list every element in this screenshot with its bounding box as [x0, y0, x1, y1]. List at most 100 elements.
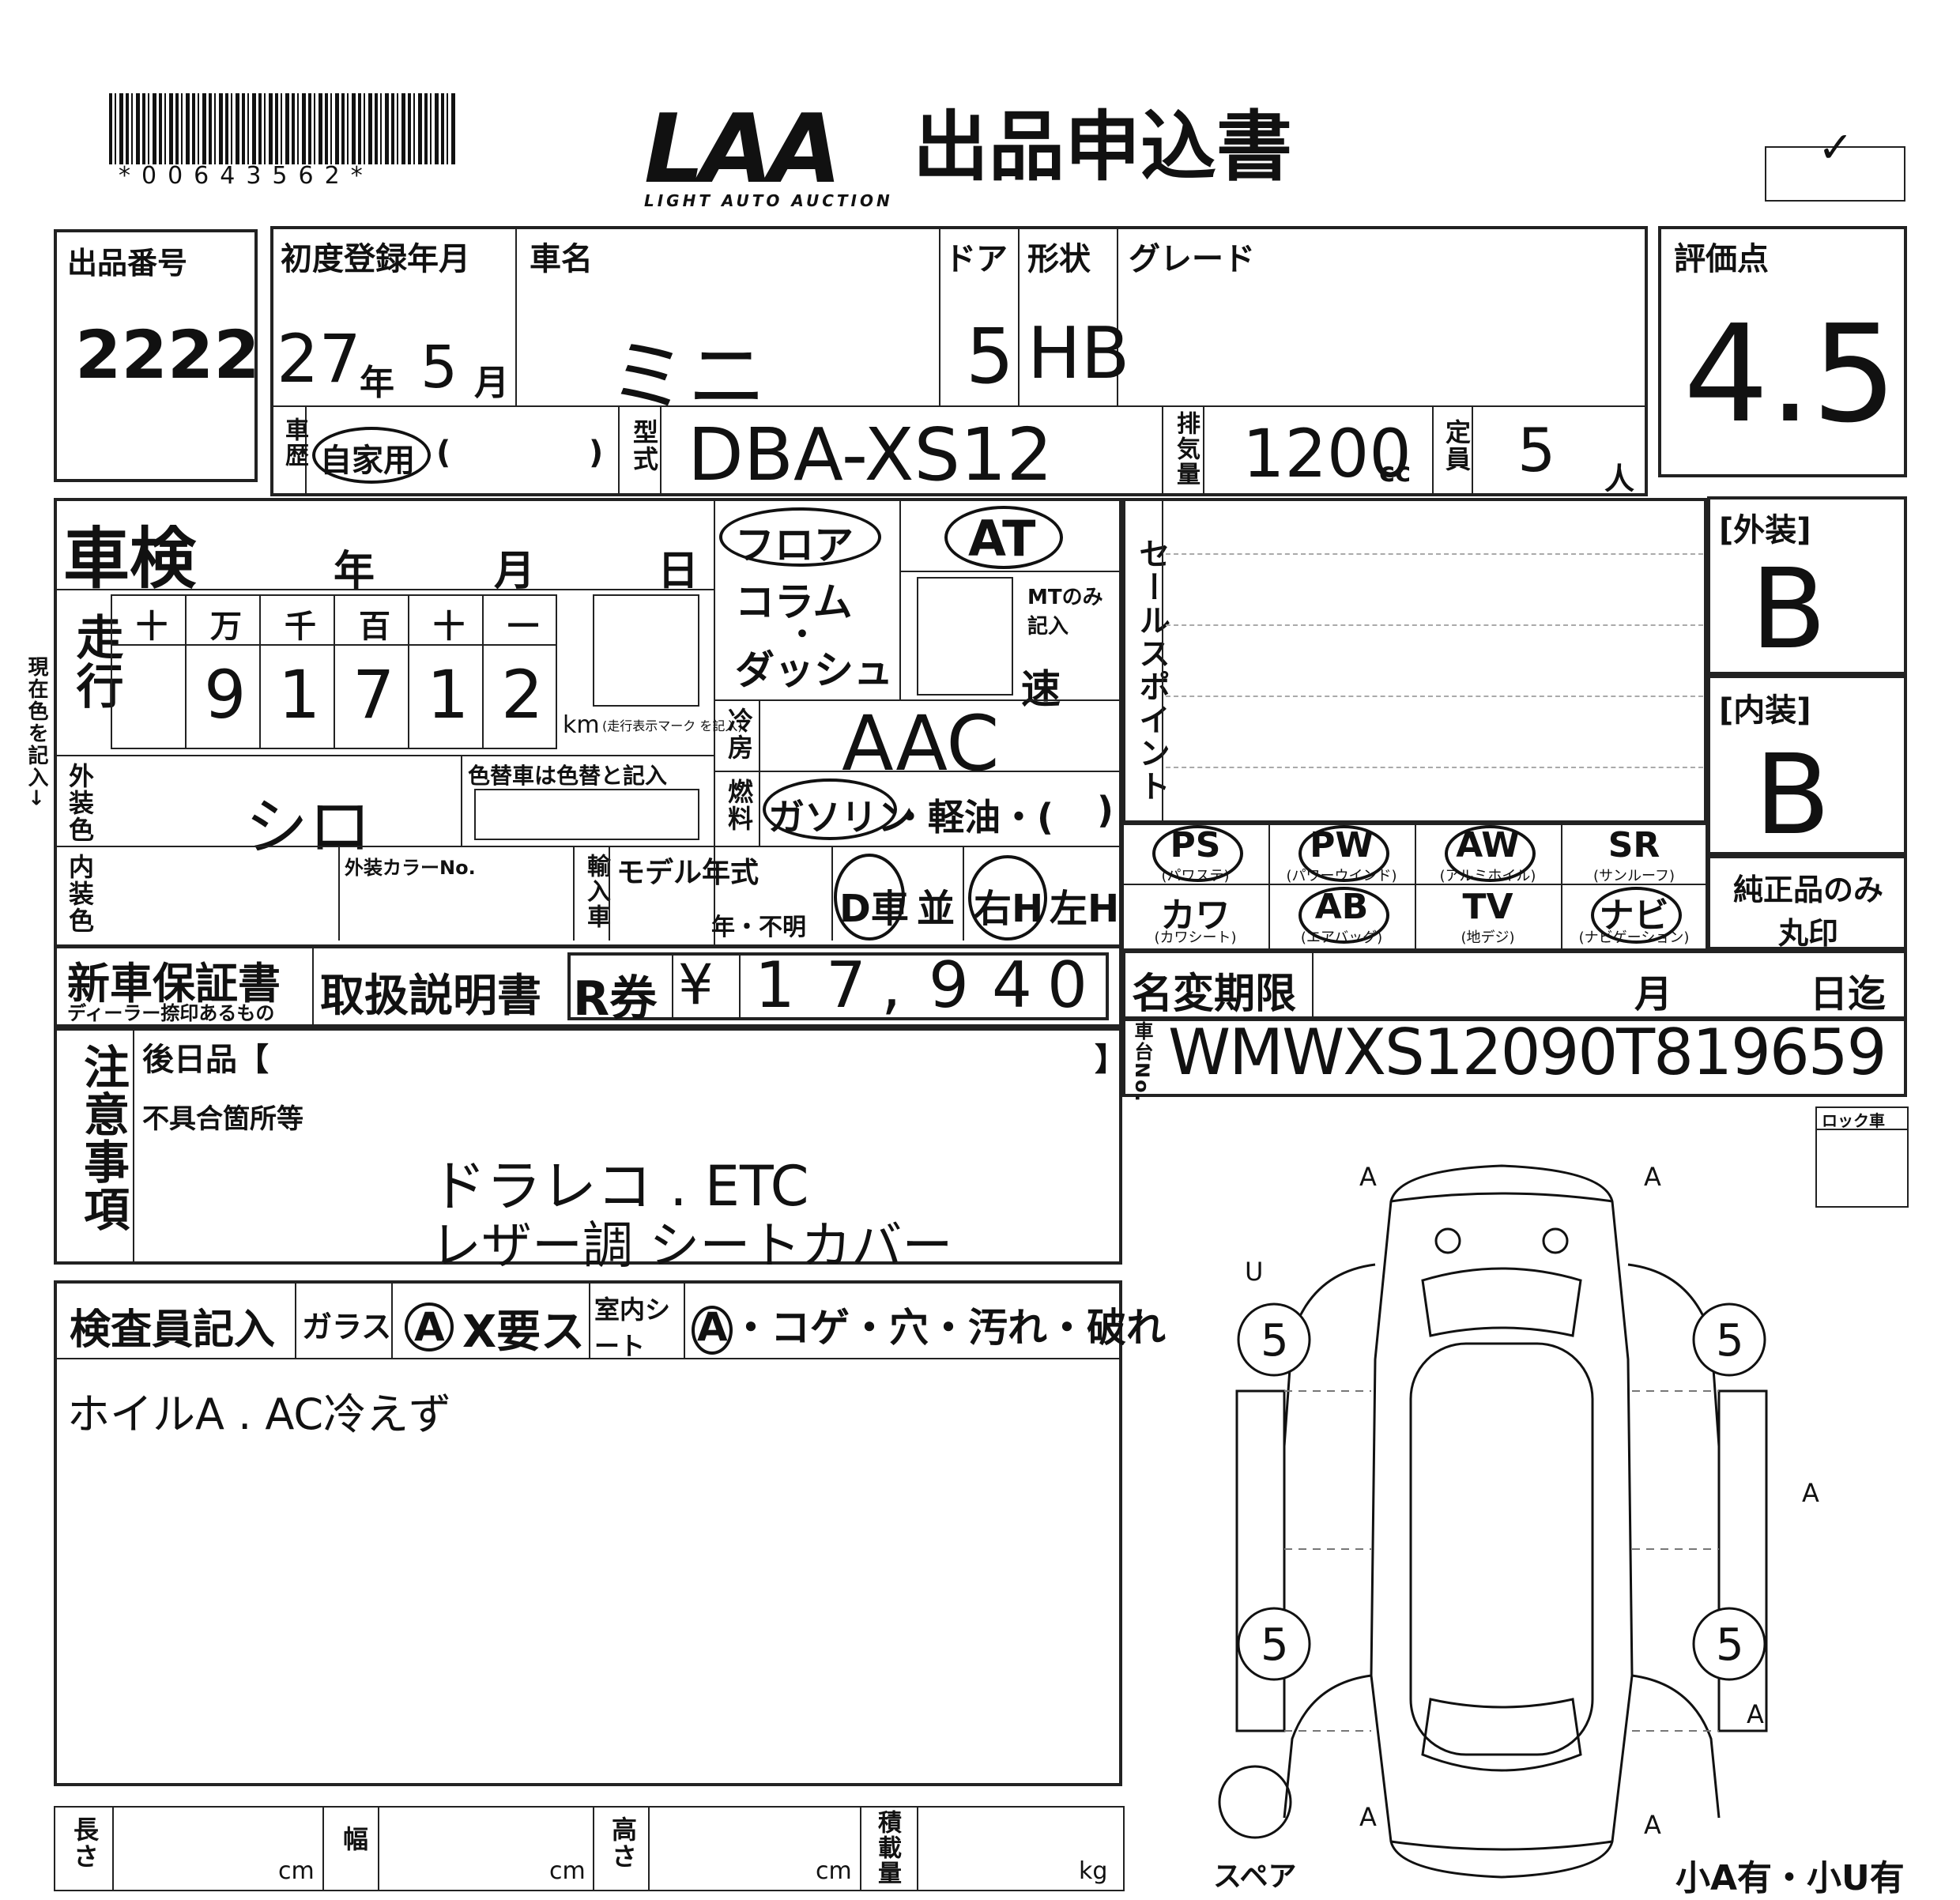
equipment-circle: [1152, 825, 1243, 882]
mileage-digit: 2: [501, 656, 544, 733]
damage-mark-fender-left: U: [1245, 1257, 1263, 1287]
history-circle: [312, 427, 431, 484]
recycle-digit: 1: [755, 948, 795, 1022]
warranty-row: [54, 944, 1122, 1027]
mileage-header: 万: [210, 609, 242, 645]
tire-tread-fl: 5: [1261, 1315, 1289, 1367]
tire-rear-right: [1692, 1607, 1766, 1681]
mileage-unit: km: [563, 711, 600, 739]
check-box: [1765, 146, 1905, 202]
current-color-note: 現在色を記入→: [24, 656, 48, 808]
recycle-digit: ,: [881, 948, 902, 1022]
load-label: 積載量: [873, 1810, 901, 1886]
displacement-label: 排気量: [1172, 411, 1200, 487]
check-mark: ✓: [1818, 123, 1854, 172]
recycle-digit: 0: [1047, 948, 1087, 1022]
recycle-digit: 7: [826, 948, 866, 1022]
mileage-header: 百: [359, 609, 390, 645]
capacity-value: 5: [1517, 415, 1556, 485]
equipment-sub: (エアバッグ): [1300, 929, 1383, 946]
mileage-digit: 7: [352, 656, 395, 733]
sales-point-box: [1122, 498, 1707, 824]
capacity-label: 定員: [1442, 419, 1472, 473]
genuine-label: 純正品のみ丸印: [1732, 873, 1883, 951]
equipment-sub: (アルミホイル): [1439, 868, 1536, 884]
aircon-label: 冷房: [724, 707, 754, 761]
score-label: 評価点: [1674, 241, 1769, 277]
color-no-label: 外装カラーNo.: [345, 857, 476, 879]
history-paren-close: ): [589, 435, 604, 471]
genuine-box: [1707, 855, 1907, 950]
tire-front-left: [1237, 1302, 1311, 1377]
tire-tread-fr: 5: [1716, 1315, 1744, 1367]
first-reg-year: 27: [277, 320, 361, 398]
lock-box: [1815, 1106, 1909, 1208]
shift-column: コラム: [735, 579, 853, 625]
chassis-number: WMWXS12090T819659: [1168, 1016, 1887, 1089]
recycle-label: R券: [573, 971, 658, 1027]
history-label: 車歴: [281, 417, 308, 468]
seat-label: 室内シート: [594, 1295, 671, 1361]
history-paren-open: (: [436, 435, 451, 471]
tire-front-right: [1692, 1302, 1766, 1377]
equipment-code: AB: [1314, 887, 1369, 927]
seat-value: A: [697, 1304, 728, 1350]
shaken-year: 年: [334, 548, 375, 595]
lock-label: ロック車: [1822, 1111, 1885, 1130]
right-hand-circle: [968, 855, 1047, 941]
warranty-sub: ディーラー捺印あるもの: [67, 1002, 275, 1024]
defects-label: 不具合箇所等: [142, 1103, 303, 1135]
mileage-header: 十: [136, 609, 168, 645]
barcode-text: *00643562*: [119, 162, 374, 190]
shape-label: 形状: [1027, 241, 1091, 277]
width-unit: cm: [549, 1857, 586, 1885]
name-change-label: 名変期限: [1132, 971, 1297, 1018]
first-reg-year-unit: 年: [360, 363, 394, 403]
equipment-circle: [1298, 887, 1389, 944]
interior-grade-box: [1707, 675, 1907, 855]
mileage-header: 十: [433, 609, 465, 645]
interior-grade-value: B: [1755, 731, 1831, 860]
equipment-code: SR: [1608, 825, 1660, 865]
mt-note: MTのみ記入: [1027, 586, 1103, 639]
damage-mark-rear-left: A: [1359, 1802, 1377, 1832]
shaken-month: 月: [494, 548, 536, 595]
damage-mark-rear-right: A: [1747, 1699, 1764, 1729]
name-change-day: 日迄: [1810, 972, 1886, 1016]
width-label: 幅: [339, 1826, 369, 1853]
first-reg-label: 初度登録年月: [281, 241, 470, 277]
first-reg-month: 5: [420, 334, 458, 401]
notes-line2: レザー調 シートカバー: [431, 1217, 953, 1276]
door-value: 5: [966, 312, 1015, 401]
recycle-digit: 4: [992, 948, 1032, 1022]
equipment-circle: [1298, 825, 1389, 882]
interior-color-label: 内装色: [65, 854, 95, 934]
damage-mark-front-right: A: [1644, 1162, 1661, 1192]
notes-line1: ドラレコ . ETC: [431, 1154, 809, 1219]
chassis-label: 車台No.: [1131, 1021, 1153, 1103]
d-car-circle: [834, 854, 905, 941]
shift-speed: 速: [1021, 666, 1061, 712]
mileage-digit: 1: [427, 656, 469, 733]
shift-floor: フロア: [735, 522, 854, 568]
score-box: [1658, 226, 1907, 477]
tire-tread-rr: 5: [1716, 1619, 1744, 1671]
glass-label: ガラス: [302, 1310, 392, 1344]
glass-rest: X要ス: [462, 1306, 586, 1358]
exterior-grade-value: B: [1751, 545, 1827, 674]
shaken-label: 車検: [63, 520, 197, 598]
exterior-color-label: 外装色: [65, 763, 95, 843]
model-label: 型式: [629, 419, 659, 473]
shift-at: AT: [968, 510, 1036, 567]
lot-number: 2222: [75, 316, 260, 394]
length-unit: cm: [278, 1857, 315, 1885]
glass-circle: [405, 1302, 454, 1351]
warranty-label: 新車保証書: [67, 959, 281, 1008]
small-marks: 小A有・小U有: [1675, 1858, 1905, 1898]
recycle-digit: 9: [929, 948, 969, 1022]
inspector-box: [54, 1280, 1122, 1786]
shaken-day: 日: [658, 548, 699, 595]
seat-circle: [692, 1306, 733, 1355]
damage-mark-right-door: A: [1802, 1478, 1819, 1508]
notes-box: [54, 1027, 1122, 1265]
